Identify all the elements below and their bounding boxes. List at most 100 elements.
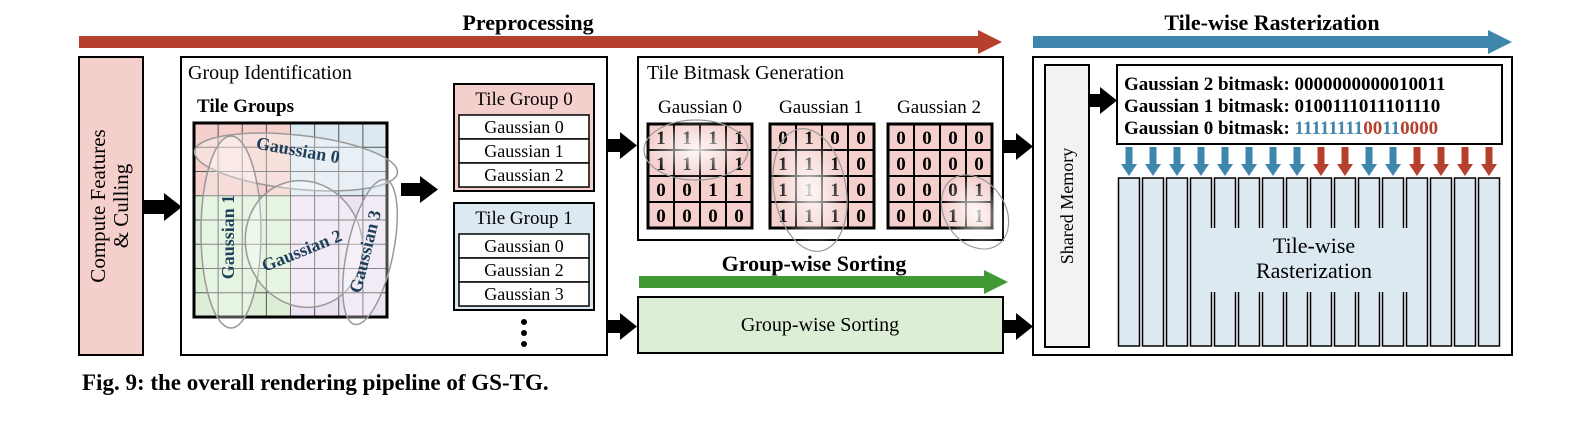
bitmask-cell-value: 0 [896, 154, 906, 175]
bitmask-cell-value: 0 [830, 128, 840, 149]
rasterization-title: Tile-wise Rasterization [1164, 10, 1379, 35]
bitmask-cell-value: 0 [922, 206, 932, 227]
bitmask-cell-value: 1 [708, 180, 718, 201]
gaussian-0-footprint [643, 119, 749, 181]
bitmask-cell-value: 0 [856, 206, 866, 227]
bitmask-cell-value: 0 [656, 206, 666, 227]
tile-group-1-item-label: Gaussian 2 [484, 260, 564, 280]
sorting-title: Group-wise Sorting [722, 251, 907, 276]
bit-arrow [1169, 147, 1185, 176]
bit-arrow [1193, 147, 1209, 176]
bitmask-cell-value: 0 [856, 154, 866, 175]
bitmask-cell-value: 0 [974, 154, 984, 175]
tile-group-1-item-label: Gaussian 0 [484, 236, 564, 256]
bitmask-cell [725, 175, 753, 203]
bitmask-values-box [1116, 64, 1503, 145]
bitmask-cell-value: 0 [708, 206, 718, 227]
arrow-memory-to-bitmask [1089, 87, 1117, 114]
bitmask-cell [939, 123, 967, 151]
tile-group-0: Tile Group 0 Gaussian 0 Gaussian 1 Gauss… [453, 83, 595, 192]
tile-group-0-item [458, 114, 590, 140]
bitmask-cell [965, 149, 993, 177]
compute-features-box: Compute Features & Culling [78, 56, 144, 356]
bit-arrow [1361, 147, 1377, 176]
tile-group-1-title: Tile Group 1 [475, 208, 572, 229]
tile-group-1-item-label: Gaussian 3 [484, 284, 564, 304]
bit-arrow [1337, 147, 1353, 176]
arrow-grid-to-groups [401, 176, 438, 203]
compute-features-label: Compute Features [86, 129, 110, 282]
bitmask-cell-value: 0 [948, 154, 958, 175]
sorting-box-label: Group-wise Sorting [741, 314, 899, 336]
bitmask-cell-value: 0 [682, 180, 692, 201]
tile-group-1: Tile Group 1 Gaussian 0 Gaussian 2 Gauss… [453, 202, 595, 311]
tile-groups-label: Tile Groups [197, 96, 294, 117]
bitmask-cell-value: 0 [856, 180, 866, 201]
bitmask-cell [887, 175, 915, 203]
bitmask-cell-value: 0 [922, 128, 932, 149]
bitmask-row-2: Gaussian 2 bitmask: 0000000000010011 [1124, 74, 1445, 95]
sorting-arrow [639, 270, 1008, 294]
shared-memory-label: Shared Memory [1057, 148, 1077, 264]
bit-arrow [1265, 147, 1281, 176]
bit-arrow [1121, 147, 1137, 176]
bit-arrow [1313, 147, 1329, 176]
tile-group-0-item-label: Gaussian 0 [484, 117, 564, 137]
rasterization-arrow [1033, 30, 1512, 54]
bitmask-cell-value: 0 [778, 128, 788, 149]
bit-arrow [1145, 147, 1161, 176]
group-identification-title: Group Identification [188, 62, 352, 84]
bitmask-cell [673, 201, 701, 229]
bitmask-cell-value: 0 [656, 180, 666, 201]
preprocessing-arrow [79, 30, 1002, 54]
raster-label-panel [1208, 228, 1420, 292]
bitmask-grids: 1111111100110000010011101110111000000000… [643, 119, 1010, 252]
bitmask-cell-value: 0 [948, 128, 958, 149]
gaussian-1-footprint [772, 128, 848, 252]
bitmask-cell-value: 0 [896, 180, 906, 201]
preprocessing-title: Preprocessing [462, 10, 593, 35]
arrow-bitmask-to-raster [1003, 133, 1033, 160]
arrow-sorting-to-raster [1003, 313, 1033, 340]
culling-label: & Culling [109, 163, 133, 248]
thread-lane [1453, 177, 1477, 347]
bitmask-cell [913, 149, 941, 177]
bit-arrow [1481, 147, 1497, 176]
gaussian-1-label: Gaussian 1 [218, 195, 238, 280]
ellipsis-dots [521, 319, 527, 347]
bitmask-grid-1-label: Gaussian 1 [779, 97, 863, 118]
tile-group-0-item-label: Gaussian 1 [484, 141, 564, 161]
tile-group-0-item-label: Gaussian 2 [484, 165, 564, 185]
bitmask-cell-value: 0 [682, 206, 692, 227]
thread-lane [1141, 177, 1165, 347]
bit-arrow [1433, 147, 1449, 176]
tile-group-0-title: Tile Group 0 [475, 89, 572, 110]
bitmask-cell [847, 123, 875, 151]
bitmask-row-0: Gaussian 0 bitmask: 1111111100110000 [1124, 118, 1438, 139]
bitmask-row-1: Gaussian 1 bitmask: 0100111011101110 [1124, 96, 1440, 117]
tile-group-0-item [458, 138, 590, 164]
bitmask-cell-value: 0 [896, 128, 906, 149]
bitmask-cell-value: 0 [974, 128, 984, 149]
shared-memory-box [1044, 64, 1090, 348]
bit-arrow [1385, 147, 1401, 176]
thread-lane [1117, 177, 1141, 347]
raster-label-line1: Tile-wise [1273, 233, 1355, 258]
sorting-box [637, 296, 1004, 354]
bitmask-cell-value: 0 [856, 128, 866, 149]
bitmask-grid-0-label: Gaussian 0 [658, 97, 742, 118]
bitmask-cell-value: 1 [734, 180, 744, 201]
bitmask-cell-value: 0 [734, 206, 744, 227]
bitmask-cell-value: 0 [922, 180, 932, 201]
bit-arrow [1457, 147, 1473, 176]
bit-arrow [1241, 147, 1257, 176]
arrow-groups-to-bitmask [607, 132, 637, 159]
thread-lane [1429, 177, 1453, 347]
bitmask-generation-title: Tile Bitmask Generation [647, 62, 844, 84]
bitmask-cell-value: 0 [922, 154, 932, 175]
tile-group-grid [192, 121, 399, 329]
tile-group-1-item [458, 233, 590, 259]
arrow-compute-to-group [143, 193, 182, 221]
bitmask-grid-2-label: Gaussian 2 [897, 97, 981, 118]
